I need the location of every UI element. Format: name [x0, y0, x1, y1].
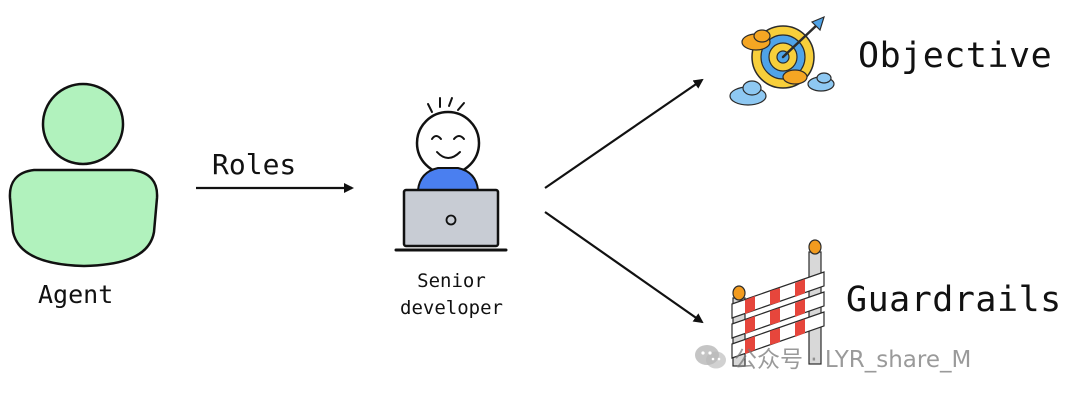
developer-hair [427, 97, 465, 113]
agent-body [8, 168, 159, 268]
watermark: 公众号 · LYR_share_M [694, 340, 971, 374]
person-icon [8, 82, 159, 268]
objective-label: Objective [858, 36, 1053, 76]
guardrails-arrow [544, 211, 704, 324]
cloud-icon [782, 69, 808, 85]
developer-label-line2: developer [400, 297, 503, 319]
developer-head [415, 110, 481, 176]
developer-icon [394, 97, 508, 252]
watermark-text: 公众号 · LYR_share_M [734, 347, 972, 373]
cloud-icon [741, 29, 771, 51]
cloud-icon [807, 72, 835, 92]
laptop-screen [402, 188, 500, 248]
barrier-icon [731, 239, 825, 367]
guardrails-label: Guardrails [846, 280, 1062, 320]
agent-head [41, 82, 125, 166]
target-icon [729, 15, 835, 106]
cloud-icon [729, 80, 767, 106]
developer-label-line1: Senior [417, 270, 486, 292]
barrier-plank [731, 271, 825, 319]
developer-smile [436, 151, 461, 159]
objective-arrow [544, 78, 704, 189]
developer-shirt [416, 167, 480, 191]
agent-label: Agent [38, 280, 114, 309]
roles-label: Roles [212, 148, 297, 181]
barrier-plank [731, 311, 825, 359]
developer-label: Senior developer [394, 268, 509, 322]
barrier-plank [731, 291, 825, 339]
wechat-icon [695, 345, 726, 369]
